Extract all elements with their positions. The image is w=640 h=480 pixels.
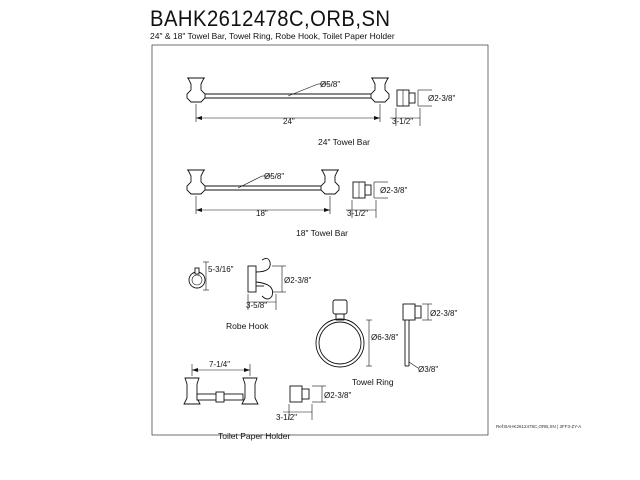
tb24-caption: 24" Towel Bar (318, 137, 370, 147)
towel-ring-caption: Towel Ring (352, 377, 394, 387)
tb18-projection-label: 3-1/2" (347, 209, 368, 218)
tb24-projection-label: 3-1/2" (392, 117, 413, 126)
robe-hook-base-label: Ø2-3/8" (284, 276, 311, 285)
towel-bar-24-side-view: Ø2-3/8" 3-1/2" (390, 89, 455, 126)
towel-ring-front-view: Ø6-3/8" (315, 299, 398, 368)
tb24-base-label: Ø2-3/8" (428, 94, 455, 103)
tph-caption: Toilet Paper Holder (218, 431, 290, 441)
tb18-caption: 18" Towel Bar (296, 228, 348, 238)
tb24-length-label: 24" (283, 117, 295, 126)
page-subtitle: 24" & 18" Towel Bar, Towel Ring, Robe Ho… (150, 31, 395, 41)
towel-bar-18-side-view: Ø2-3/8" 3-1/2" (346, 181, 407, 218)
toilet-paper-holder-side-view: Ø2-3/8" 3-1/2" (276, 385, 351, 422)
robe-hook-height-label: 5-3/16" (208, 265, 234, 274)
tb24-diameter-label: Ø5/8" (320, 80, 340, 89)
tph-width-label: 7-1/4" (209, 360, 230, 369)
tph-base-label: Ø2-3/8" (324, 391, 351, 400)
towel-ring-side-view: Ø2-3/8" Ø3/8" (402, 303, 457, 374)
towel-bar-24-front-view: Ø5/8" 24" (186, 77, 390, 126)
robe-hook-front-view: 5-3/16" (188, 261, 234, 291)
tb18-diameter-label: Ø5/8" (264, 172, 284, 181)
towel-ring-diameter-label: Ø6-3/8" (371, 333, 398, 342)
towel-ring-rod-label: Ø3/8" (418, 365, 438, 374)
robe-hook-side-view: Ø2-3/8" 3-5/8" (246, 257, 311, 310)
page-title: BAHK2612478C,ORB,SN (150, 6, 391, 31)
tb18-base-label: Ø2-3/8" (380, 186, 407, 195)
toilet-paper-holder-front-view: 7-1/4" (183, 360, 259, 405)
robe-hook-projection-label: 3-5/8" (246, 301, 267, 310)
drawing-reference-code: Ref:BAHK2612478C,ORB,SN | 3FF3-ZY-A (496, 424, 582, 429)
towel-bar-18-front-view: Ø5/8" 18" (186, 169, 340, 218)
towel-ring-base-label: Ø2-3/8" (430, 309, 457, 318)
sheet-border (151, 44, 489, 436)
robe-hook-caption: Robe Hook (226, 321, 269, 331)
tph-projection-label: 3-1/2" (276, 413, 297, 422)
tb18-length-label: 18" (256, 209, 268, 218)
